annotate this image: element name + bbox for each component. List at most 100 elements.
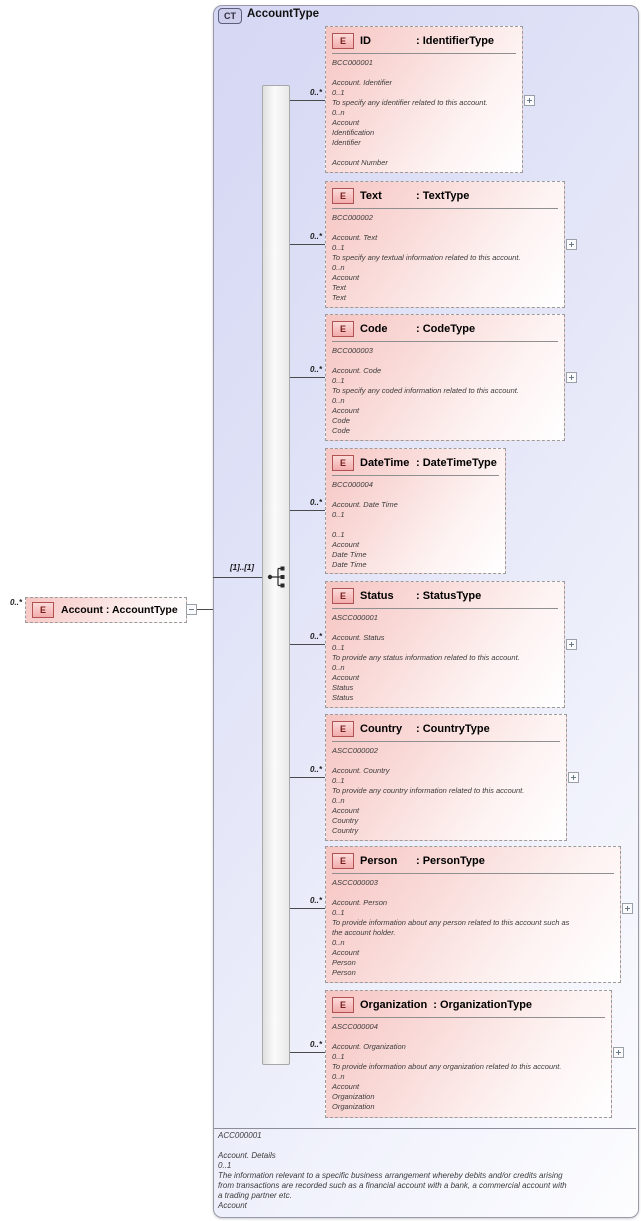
sequence-bar (262, 85, 290, 1065)
detail-line: the account holder. (332, 928, 396, 937)
divider (332, 53, 516, 54)
detail-line: Person (332, 958, 356, 967)
group-cardinality-label: [1]..[1] (230, 563, 254, 572)
detail-line (332, 356, 560, 366)
connector-line (290, 510, 325, 511)
detail-line: Account Number (332, 158, 388, 167)
multiplicity-label: 0..* (309, 1040, 322, 1049)
element-title: E Country : CountryType (326, 715, 566, 737)
expand-icon[interactable] (566, 372, 577, 383)
multiplicity-label: 0..* (309, 88, 322, 97)
divider (332, 208, 558, 209)
element-title: E Text : TextType (326, 182, 564, 204)
element-title: E ID : IdentifierType (326, 27, 522, 49)
element-name: Status (360, 590, 394, 602)
complextype-icon: CT (218, 8, 242, 24)
detail-line: To specify any coded information related… (332, 386, 519, 395)
root-element-label: Account : AccountType (61, 604, 178, 616)
expand-icon[interactable] (524, 95, 535, 106)
detail-line: Account. Person (332, 898, 388, 907)
detail-line: 0..1 (332, 1052, 345, 1061)
element-icon: E (332, 455, 354, 471)
expand-icon[interactable] (568, 772, 579, 783)
detail-line: 0..1 (332, 643, 345, 652)
element-icon: E (332, 588, 354, 604)
detail-line: Account (332, 118, 360, 127)
element-title: E DateTime : DateTimeType (326, 449, 505, 471)
detail-line (332, 756, 562, 766)
detail-line (332, 1032, 607, 1042)
connector-line (213, 577, 262, 578)
collapse-icon[interactable] (186, 604, 197, 615)
detail-line: 0..1 (332, 530, 345, 539)
divider (332, 608, 558, 609)
detail-line: Person (332, 968, 356, 977)
connector-line (290, 244, 325, 245)
element-icon: E (32, 602, 54, 618)
element-name: DateTime (360, 457, 410, 469)
detail-line: To specify any identifier related to thi… (332, 98, 488, 107)
divider (332, 741, 560, 742)
element-icon: E (332, 997, 354, 1013)
element-title: E Person : PersonType (326, 847, 620, 869)
detail-line: Account. Date Time (332, 500, 398, 509)
element-name: Code (360, 323, 388, 335)
expand-icon[interactable] (566, 239, 577, 250)
divider (332, 1017, 605, 1018)
connector-line (290, 377, 325, 378)
detail-line: Code (332, 426, 350, 435)
detail-line (332, 68, 518, 78)
element-icon: E (332, 721, 354, 737)
detail-line: Account. Country (332, 766, 390, 775)
detail-line: 0..n (332, 263, 345, 272)
detail-line: 0..1 (332, 88, 345, 97)
detail-line: To provide information about any person … (332, 918, 570, 927)
element-icon: E (332, 853, 354, 869)
element-box-organization[interactable]: E Organization : OrganizationType ASCC00… (325, 990, 612, 1118)
detail-line: Account (218, 1201, 247, 1210)
connector-line (290, 908, 325, 909)
expand-icon[interactable] (622, 903, 633, 914)
element-type: : PersonType (416, 855, 485, 867)
detail-line: BCC000002 (332, 213, 373, 222)
expand-icon[interactable] (566, 639, 577, 650)
detail-line: 0..n (332, 1072, 345, 1081)
detail-line: ASCC000001 (332, 613, 378, 622)
detail-line: Status (332, 693, 354, 702)
element-title: E Status : StatusType (326, 582, 564, 604)
divider (332, 873, 614, 874)
detail-line: To provide information about any organiz… (332, 1062, 562, 1071)
element-title: E Code : CodeType (326, 315, 564, 337)
sequence-icon (267, 566, 285, 588)
detail-line: ASCC000004 (332, 1022, 378, 1031)
detail-line: Country (332, 826, 359, 835)
connector-line (290, 100, 325, 101)
element-name: Country (360, 723, 403, 735)
detail-line: 0..1 (332, 908, 345, 917)
connector-line (290, 1052, 325, 1053)
detail-line: 0..n (332, 663, 345, 672)
element-name: Organization (360, 999, 428, 1011)
detail-line: 0..1 (332, 776, 345, 785)
detail-line (332, 520, 501, 530)
expand-icon[interactable] (613, 1047, 624, 1058)
element-type: : CountryType (416, 723, 490, 735)
detail-line: Identifier (332, 138, 361, 147)
root-element-account[interactable]: E Account : AccountType (25, 597, 187, 623)
detail-line: ASCC000003 (332, 878, 378, 887)
element-icon: E (332, 321, 354, 337)
